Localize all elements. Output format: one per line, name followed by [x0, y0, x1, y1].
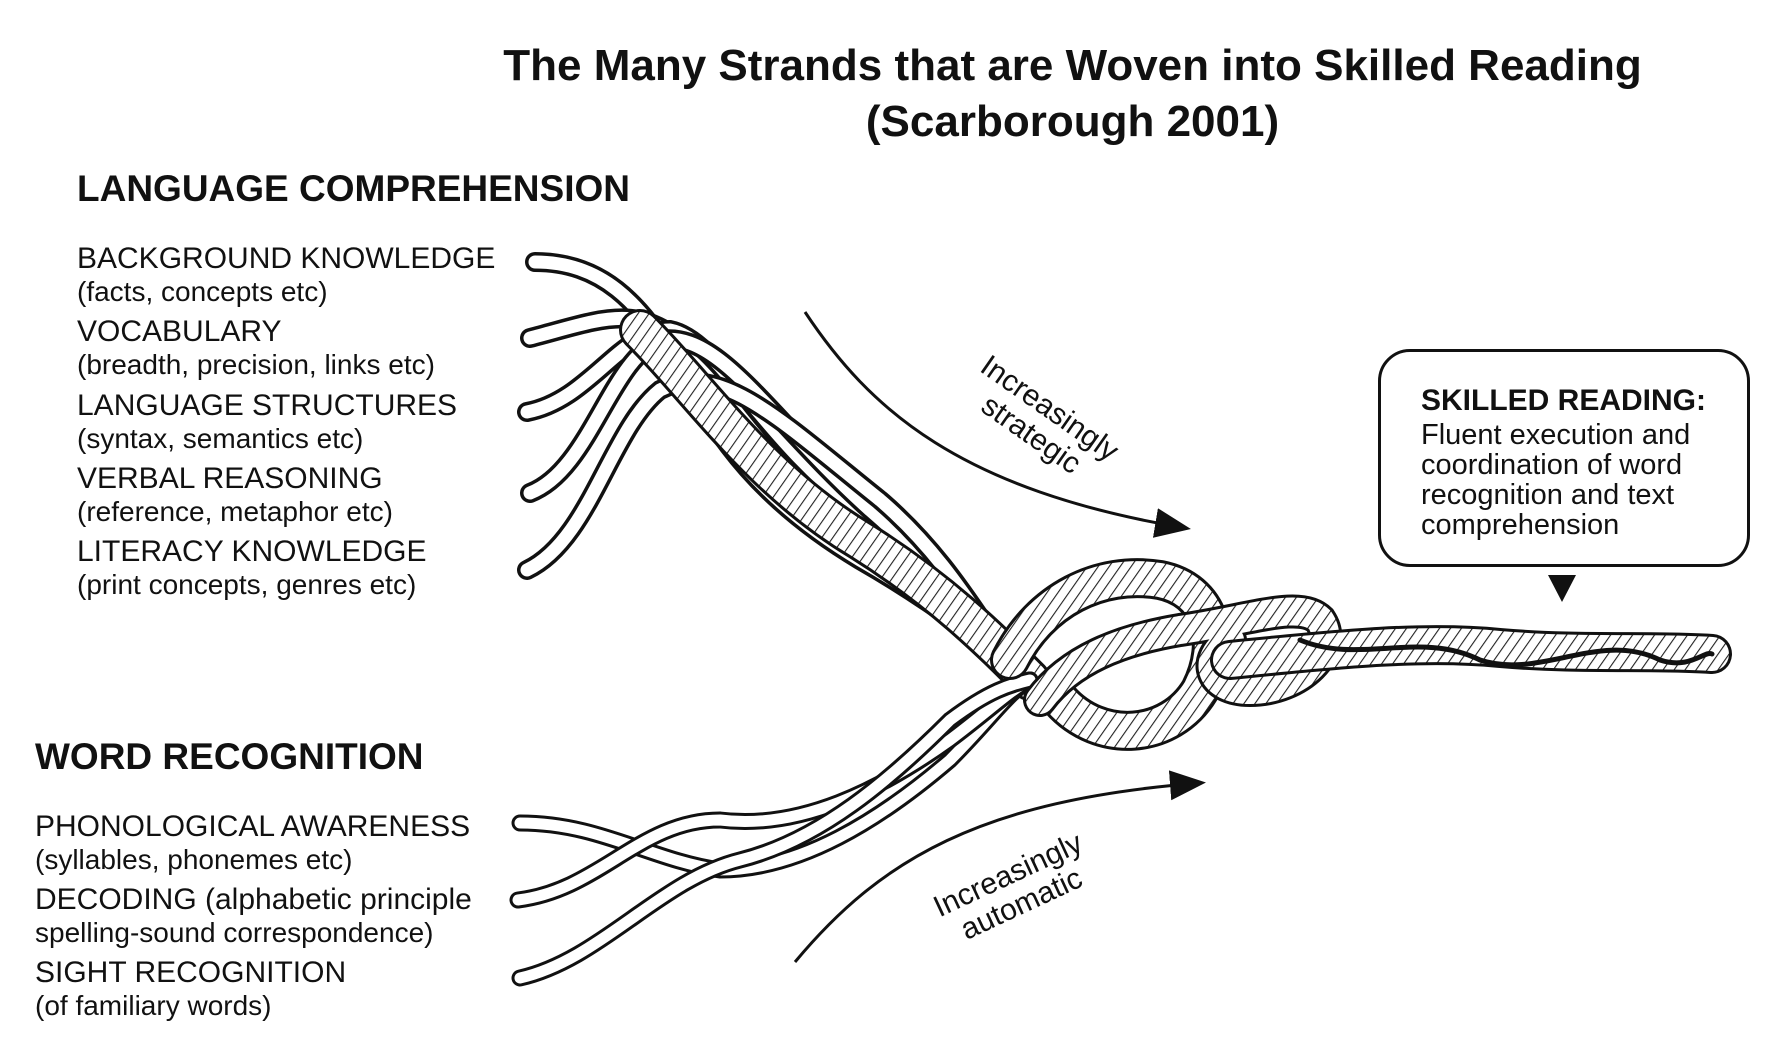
item-detail: (facts, concepts etc): [77, 276, 328, 307]
item-detail: (syntax, semantics etc): [77, 423, 364, 454]
label-language-structures: LANGUAGE STRUCTURES (syntax, semantics e…: [77, 389, 457, 455]
label-background-knowledge: BACKGROUND KNOWLEDGE (facts, concepts et…: [77, 242, 495, 308]
item-label: VERBAL REASONING: [77, 462, 383, 495]
strand-decoding: [509, 671, 1039, 909]
callout-line-4: comprehension: [1421, 509, 1620, 541]
callout-heading: SKILLED READING:: [1421, 384, 1706, 417]
label-literacy-knowledge: LITERACY KNOWLEDGE (print concepts, genr…: [77, 535, 427, 601]
item-detail: (syllables, phonemes etc): [35, 844, 353, 875]
callout-line-3: recognition and text: [1421, 479, 1675, 511]
language-comprehension-heading: LANGUAGE COMPREHENSION: [77, 168, 630, 209]
label-sight-recognition: SIGHT RECOGNITION (of familiary words): [35, 956, 346, 1022]
label-verbal-reasoning: VERBAL REASONING (reference, metaphor et…: [77, 462, 393, 528]
item-detail: (of familiary words): [35, 990, 272, 1021]
title-line-1: The Many Strands that are Woven into Ski…: [503, 41, 1642, 90]
label-decoding: DECODING (alphabetic principle spelling-…: [35, 883, 472, 949]
callout-pointer-icon: [1548, 575, 1576, 602]
item-detail: spelling-sound correspondence): [35, 917, 434, 948]
item-label: PHONOLOGICAL AWARENESS: [35, 810, 471, 843]
skilled-reading-callout: SKILLED READING: Fluent execution and co…: [1378, 349, 1750, 567]
item-detail: (print concepts, genres etc): [77, 569, 417, 600]
callout-line-2: coordination of word: [1421, 449, 1683, 481]
item-label: BACKGROUND KNOWLEDGE: [77, 242, 496, 275]
item-detail: (breadth, precision, links etc): [77, 349, 435, 380]
strategic-arrow: [803, 311, 1191, 538]
item-label: LITERACY KNOWLEDGE: [77, 535, 427, 568]
word-recognition-heading: WORD RECOGNITION: [35, 736, 424, 777]
strand-sight-recognition: [511, 671, 1039, 987]
title-line-2: (Scarborough 2001): [865, 97, 1280, 146]
automatic-arrow: [793, 770, 1206, 963]
language-comprehension-strands: [517, 252, 1051, 701]
item-label: SIGHT RECOGNITION: [35, 956, 347, 989]
braided-rope: [990, 558, 1732, 751]
word-recognition-strands: [509, 671, 1039, 987]
diagram-title: The Many Strands that are Woven into Ski…: [0, 38, 1785, 150]
item-label: DECODING (alphabetic principle: [35, 883, 472, 916]
item-detail: (reference, metaphor etc): [77, 496, 393, 527]
label-vocabulary: VOCABULARY (breadth, precision, links et…: [77, 315, 435, 381]
item-label: LANGUAGE STRUCTURES: [77, 389, 458, 422]
label-phonological-awareness: PHONOLOGICAL AWARENESS (syllables, phone…: [35, 810, 470, 876]
item-label: VOCABULARY: [77, 315, 282, 348]
callout-line-1: Fluent execution and: [1421, 419, 1691, 451]
